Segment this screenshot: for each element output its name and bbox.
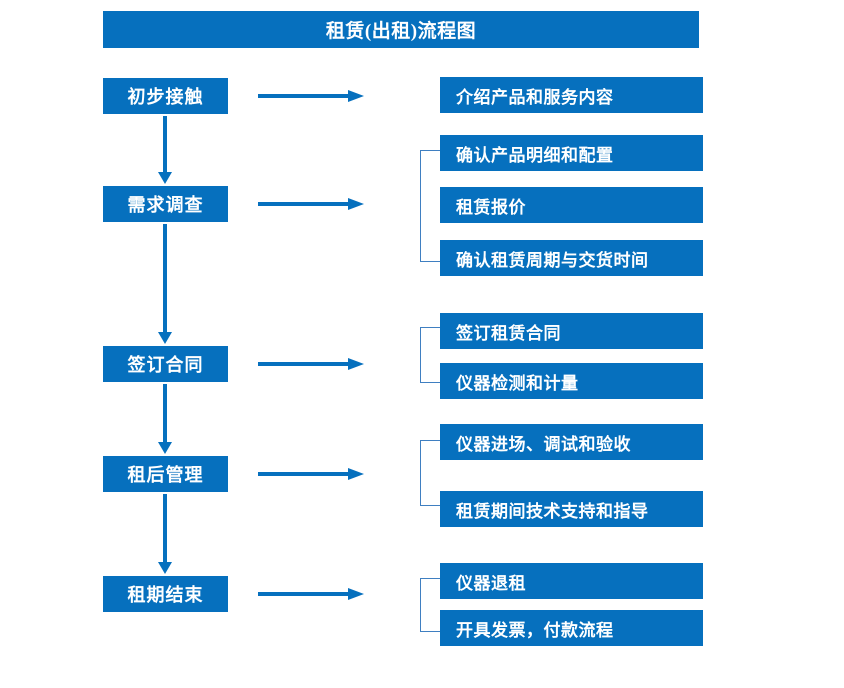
detail-node-4[interactable]: 确认租赁周期与交货时间 [440,240,703,276]
arrow-right-icon [258,90,364,102]
arrow-stage-3-to-details [258,357,364,371]
stage-node-1[interactable]: 初步接触 [103,78,228,114]
bracket-group-termination [420,578,440,632]
detail-node-1[interactable]: 介绍产品和服务内容 [440,77,703,113]
arrow-right-icon [258,198,364,210]
arrow-down-icon [158,494,172,574]
arrow-stage-2-to-stage-3 [157,224,173,344]
arrow-down-icon [158,116,172,184]
arrow-down-icon [158,224,172,344]
stage-node-2[interactable]: 需求调查 [103,186,228,222]
bracket-group-management [420,440,440,506]
stage-node-4[interactable]: 租后管理 [103,456,228,492]
detail-node-10[interactable]: 开具发票，付款流程 [440,610,703,646]
arrow-stage-4-to-details [258,467,364,481]
arrow-stage-1-to-stage-2 [157,116,173,184]
bracket-group-contract [420,327,440,383]
arrow-down-icon [158,384,172,454]
stage-node-3[interactable]: 签订合同 [103,346,228,382]
detail-node-9[interactable]: 仪器退租 [440,563,703,599]
arrow-stage-4-to-stage-5 [157,494,173,574]
detail-node-8[interactable]: 租赁期间技术支持和指导 [440,491,703,527]
arrow-right-icon [258,468,364,480]
arrow-stage-3-to-stage-4 [157,384,173,454]
arrow-right-icon [258,588,364,600]
page-title: 租赁(出租)流程图 [103,11,699,48]
detail-node-5[interactable]: 签订租赁合同 [440,313,703,349]
detail-node-3[interactable]: 租赁报价 [440,187,703,223]
bracket-group-requirements [420,150,440,262]
detail-node-7[interactable]: 仪器进场、调试和验收 [440,424,703,460]
detail-node-2[interactable]: 确认产品明细和配置 [440,135,703,171]
arrow-stage-5-to-details [258,587,364,601]
arrow-right-icon [258,358,364,370]
stage-node-5[interactable]: 租期结束 [103,576,228,612]
arrow-stage-2-to-details [258,197,364,211]
detail-node-6[interactable]: 仪器检测和计量 [440,363,703,399]
arrow-stage-1-to-details [258,89,364,103]
